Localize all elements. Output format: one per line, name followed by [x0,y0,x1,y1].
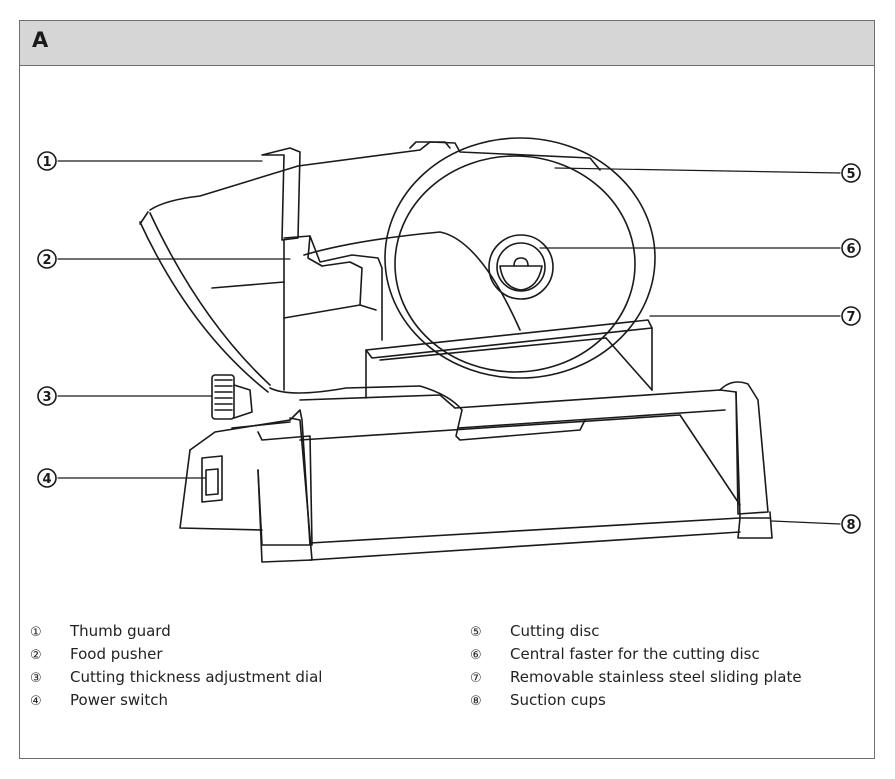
callout-6: 6 [841,238,861,258]
svg-text:1: 1 [42,155,51,170]
svg-text:5: 5 [846,167,855,182]
svg-text:6: 6 [846,242,855,257]
svg-text:7: 7 [846,310,855,325]
sliding-plate [365,319,653,399]
cutting-disc [384,137,656,379]
left-foot [257,417,313,563]
leader-lines [57,160,841,525]
power-switch [201,455,223,503]
food-carriage [149,141,601,211]
thickness-dial [211,374,253,420]
legend-label: Removable stainless steel sliding plate [510,668,802,686]
svg-text:4: 4 [42,472,51,487]
svg-text:2: 2 [42,253,51,268]
callout-1: 1 [37,151,57,171]
central-fastener [488,234,554,300]
right-foot [719,381,773,539]
food-pusher [283,231,521,391]
callout-2: 2 [37,249,57,269]
legend-label: Suction cups [510,691,606,709]
svg-text:8: 8 [846,518,855,533]
svg-text:3: 3 [42,390,51,405]
legend-label: Thumb guard [70,622,171,640]
legend-label: Cutting disc [510,622,600,640]
figure-header: A [20,21,874,66]
callout-7: 7 [841,306,861,326]
callout-3: 3 [37,386,57,406]
figure-title: A [32,28,49,52]
base-housing [179,409,741,561]
callout-4: 4 [37,468,57,488]
legend-label: Cutting thickness adjustment dial [70,668,323,686]
thumb-guard [211,147,301,289]
legend-label: Power switch [70,691,169,709]
legend-label: Food pusher [70,645,163,663]
callout-5: 5 [841,163,861,183]
legend-label: Central faster for the cutting disc [510,645,760,663]
callout-8: 8 [841,514,861,534]
